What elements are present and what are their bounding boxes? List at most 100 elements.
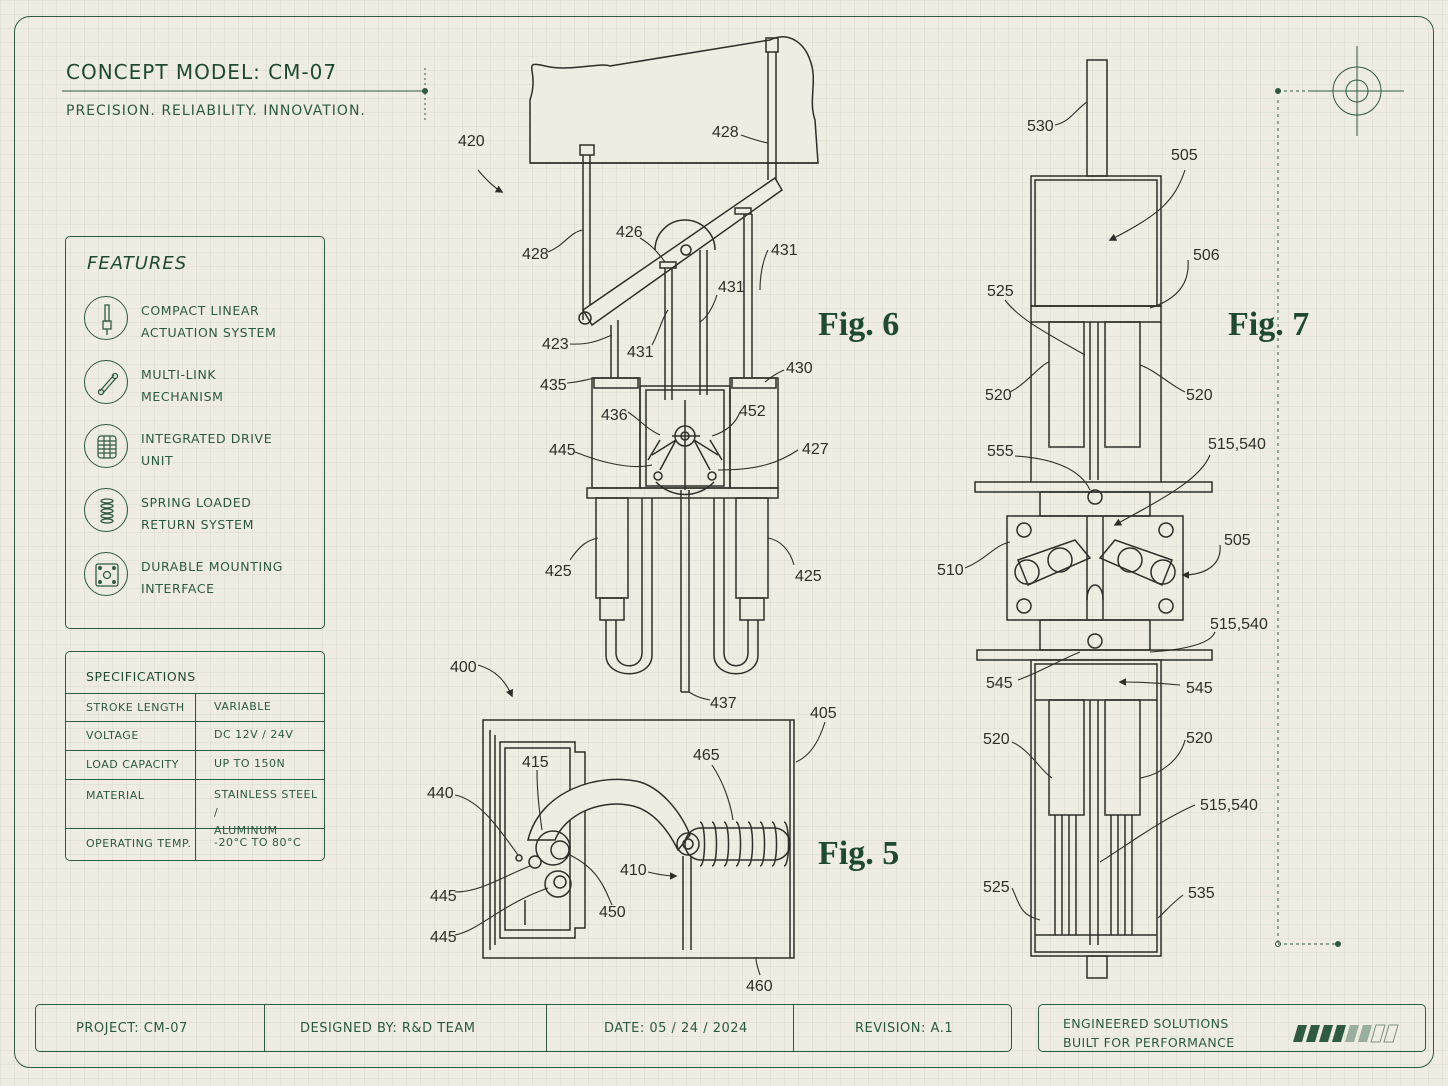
callout-label: 431: [771, 242, 798, 259]
project-field: PROJECT: CM-07: [76, 1021, 188, 1036]
tagline: PRECISION. RELIABILITY. INNOVATION.: [66, 103, 366, 119]
callout-label: 410: [620, 862, 647, 879]
meter-segment: [1358, 1025, 1372, 1042]
specifications-table: SPECIFICATIONS STROKE LENGTH VARIABLE VO…: [65, 651, 325, 861]
divider: [793, 1005, 794, 1051]
callout-label: 520: [1186, 387, 1213, 404]
callout-label: 515,540: [1208, 436, 1266, 453]
feature-item: MULTI-LINK MECHANISM: [84, 360, 314, 410]
table-row: VOLTAGE DC 12V / 24V: [66, 721, 324, 751]
feature-line: MULTI-LINK: [141, 367, 217, 382]
callout-label: 436: [601, 407, 628, 424]
meter-segment: [1345, 1025, 1359, 1042]
feature-line: SPRING LOADED: [141, 495, 252, 510]
mounting-plate-icon: [84, 552, 128, 596]
table-row: STROKE LENGTH VARIABLE: [66, 693, 324, 722]
spring-icon: [84, 488, 128, 532]
feature-line: RETURN SYSTEM: [141, 517, 255, 532]
callout-label: 452: [739, 403, 766, 420]
callout-label: 505: [1171, 147, 1198, 164]
callout-label: 525: [987, 283, 1014, 300]
callout-label: 506: [1193, 247, 1220, 264]
callout-label: 431: [627, 344, 654, 361]
callout-label: 505: [1224, 532, 1251, 549]
feature-line: MECHANISM: [141, 389, 224, 404]
feature-item: SPRING LOADED RETURN SYSTEM: [84, 488, 314, 538]
callout-label: 430: [786, 360, 813, 377]
designed-by-field: DESIGNED BY: R&D TEAM: [300, 1021, 476, 1036]
callout-label: 428: [712, 124, 739, 141]
actuator-icon: [84, 296, 128, 340]
leader-lines: [454, 101, 1221, 976]
progress-meter: [1293, 1024, 1399, 1043]
meter-segment: [1370, 1024, 1386, 1043]
sheet-border: [14, 16, 1434, 1068]
link-icon: [84, 360, 128, 404]
drive-unit-icon: [84, 424, 128, 468]
feature-line: ACTUATION SYSTEM: [141, 325, 277, 340]
callout-label: 465: [693, 747, 720, 764]
meter-segment: [1293, 1025, 1307, 1042]
callout-label: 515,540: [1200, 797, 1258, 814]
callout-labels: 420 428 428 426 431 431 431 423 435 430 …: [427, 118, 1268, 995]
spec-value: DC 12V / 24V: [214, 728, 294, 741]
feature-item: DURABLE MOUNTING INTERFACE: [84, 552, 314, 602]
fig5-label: Fig. 5: [818, 835, 899, 872]
callout-label: 427: [802, 441, 829, 458]
callout-label: 520: [1186, 730, 1213, 747]
meter-segment: [1306, 1025, 1320, 1042]
features-heading: FEATURES: [87, 253, 188, 274]
callout-label: 420: [458, 133, 485, 150]
meter-segment: [1383, 1024, 1399, 1043]
callout-label: 423: [542, 336, 569, 353]
divider: [546, 1005, 547, 1051]
fig7-label: Fig. 7: [1228, 306, 1309, 343]
feature-item: COMPACT LINEAR ACTUATION SYSTEM: [84, 296, 314, 346]
meter-segment: [1332, 1025, 1346, 1042]
callout-label: 525: [983, 879, 1010, 896]
specifications-heading: SPECIFICATIONS: [86, 669, 196, 684]
table-row: LOAD CAPACITY UP TO 150N: [66, 750, 324, 780]
spec-value: -20°C TO 80°C: [214, 836, 302, 849]
fig5-drawing: [482, 719, 795, 959]
feature-line: DURABLE MOUNTING: [141, 559, 283, 574]
spec-value: UP TO 150N: [214, 757, 286, 770]
fig6-label: Fig. 6: [818, 306, 899, 343]
spec-key: OPERATING TEMP.: [86, 837, 192, 850]
callout-label: 450: [599, 904, 626, 921]
table-row: OPERATING TEMP. -20°C TO 80°C: [66, 828, 324, 861]
callout-label: 431: [718, 279, 745, 296]
callout-label: 428: [522, 246, 549, 263]
callout-label: 460: [746, 978, 773, 995]
callout-label: 405: [810, 705, 837, 722]
callout-label: 555: [987, 443, 1014, 460]
callout-label: 520: [983, 731, 1010, 748]
spec-key: STROKE LENGTH: [86, 701, 185, 714]
title-block: PROJECT: CM-07 DESIGNED BY: R&D TEAM DAT…: [35, 1004, 1012, 1052]
feature-line: COMPACT LINEAR: [141, 303, 260, 318]
callout-label: 530: [1027, 118, 1054, 135]
callout-label: 440: [427, 785, 454, 802]
meter-segment: [1319, 1025, 1333, 1042]
callout-label: 545: [1186, 680, 1213, 697]
callout-label: 445: [430, 929, 457, 946]
feature-line: INTERFACE: [141, 581, 215, 596]
callout-label: 445: [549, 442, 576, 459]
feature-line: INTEGRATED DRIVE: [141, 431, 273, 446]
callout-label: 426: [616, 224, 643, 241]
callout-label: 510: [937, 562, 964, 579]
spec-key: MATERIAL: [86, 789, 145, 802]
spec-value-line: ALUMINUM: [214, 824, 278, 837]
revision-field: REVISION: A.1: [855, 1021, 954, 1036]
page-title: CONCEPT MODEL: CM-07: [66, 60, 338, 84]
divider: [264, 1005, 265, 1051]
date-field: DATE: 05 / 24 / 2024: [604, 1021, 748, 1036]
fig7-drawing: [974, 59, 1213, 979]
slogan-line: BUILT FOR PERFORMANCE: [1063, 1035, 1235, 1050]
